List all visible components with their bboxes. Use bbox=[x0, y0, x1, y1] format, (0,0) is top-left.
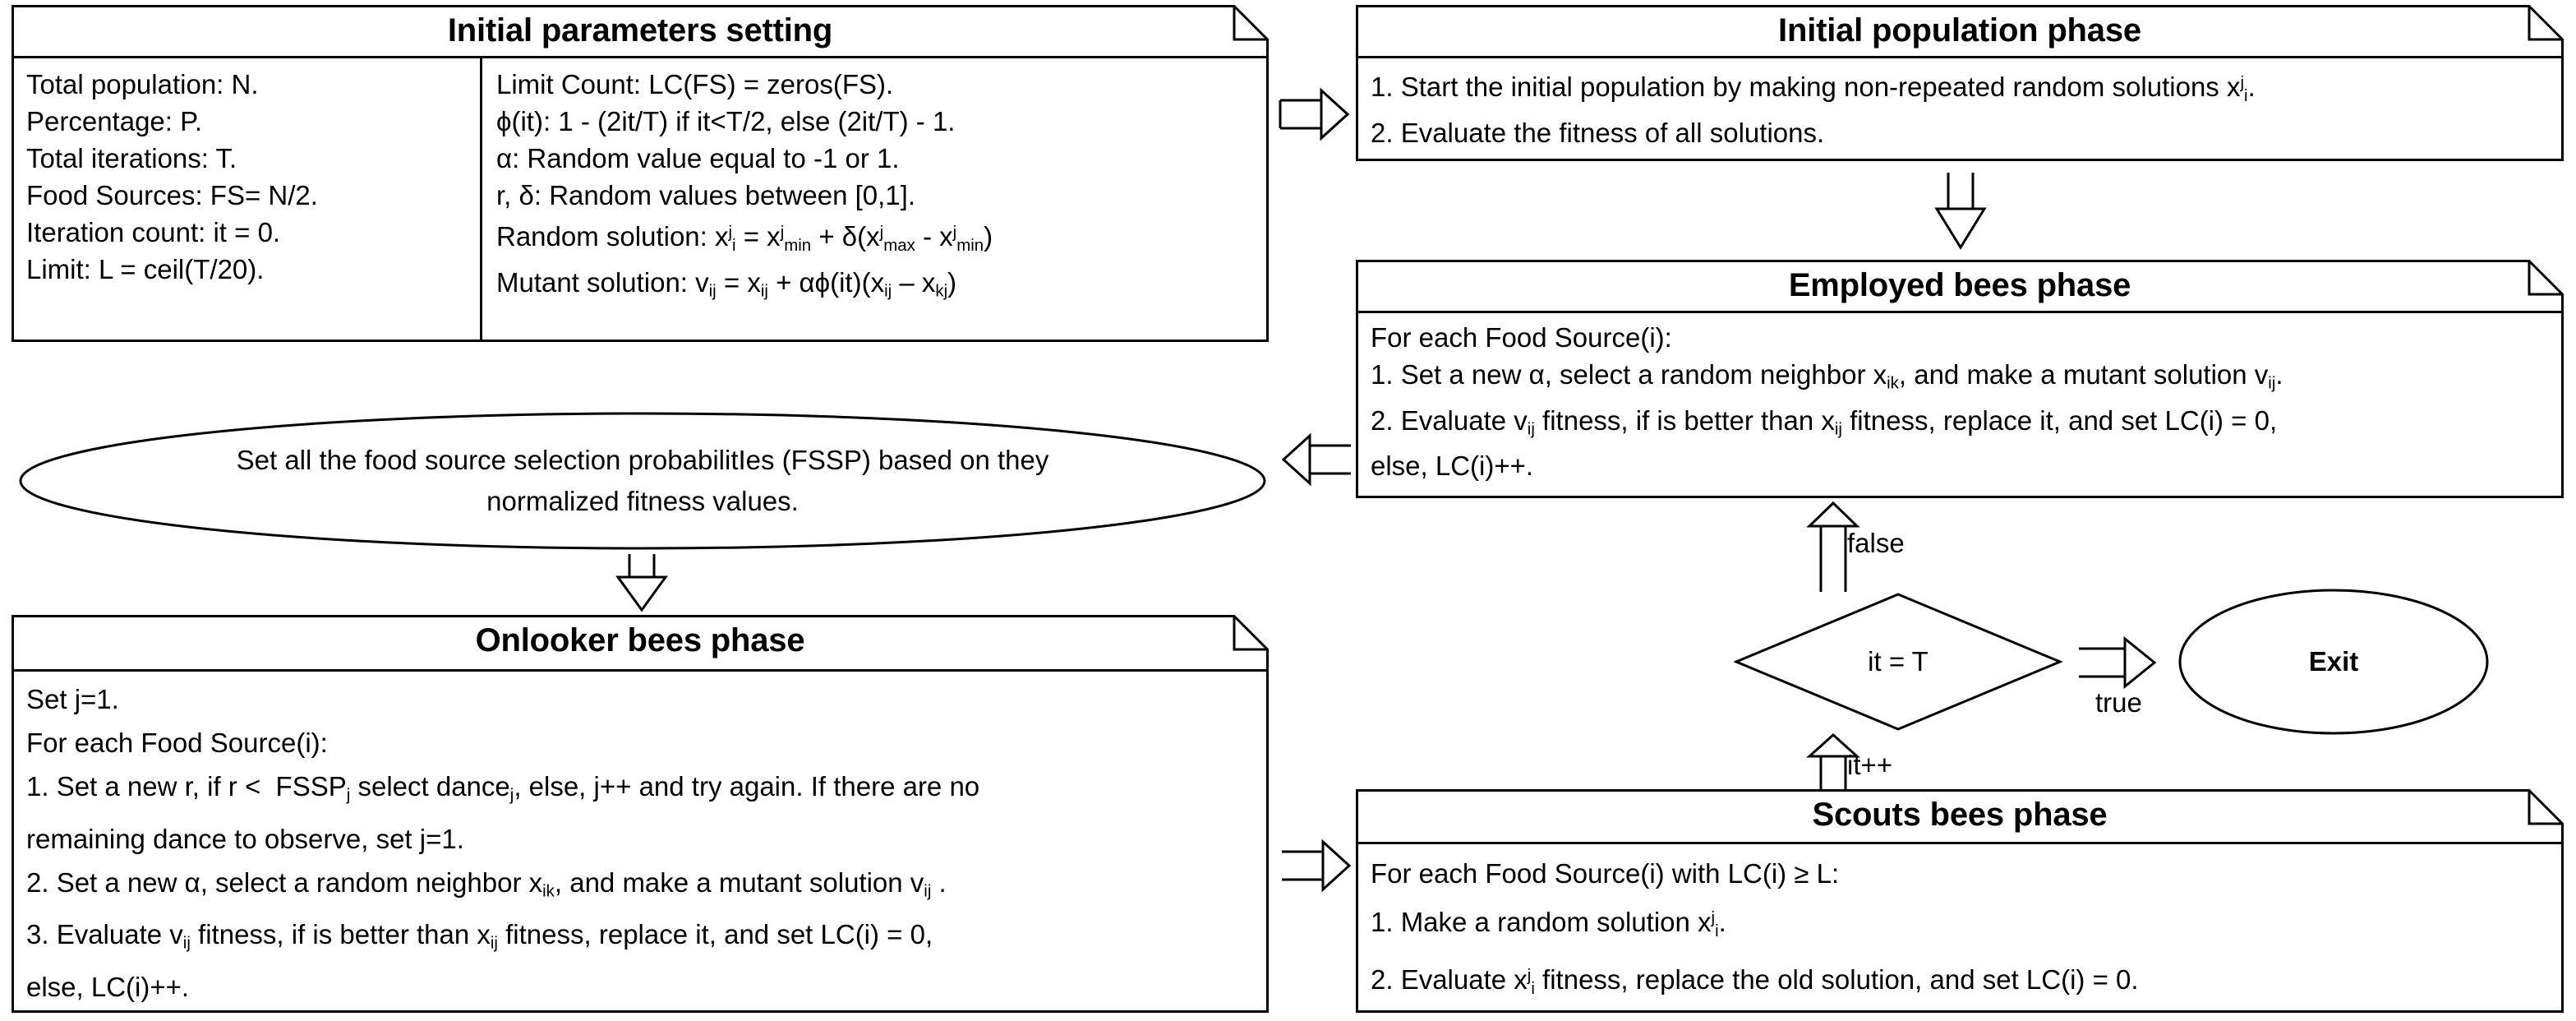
box-body: Set j=1. For each Food Source(i): 1. Set… bbox=[26, 677, 1257, 1009]
step-line: 1. Set a new r, if r < FSSPj select danc… bbox=[26, 771, 980, 805]
box-title: Initial population phase bbox=[1778, 12, 2141, 49]
arrow-scouts-to-decision bbox=[1806, 732, 1860, 791]
box-outline bbox=[1356, 789, 2564, 1013]
arrow-label-false: false bbox=[1847, 528, 1905, 558]
arrow-decision-to-exit-true bbox=[2079, 635, 2157, 690]
step-line: 1. Make a random solution xji. bbox=[1371, 907, 1726, 940]
box-scouts-bees: Scouts bees phase For each Food Source(i… bbox=[1356, 789, 2564, 1013]
ellipse-outline bbox=[19, 412, 1266, 550]
param-line: Limit: L = ceil(T/20). bbox=[26, 254, 265, 284]
box-outline bbox=[1356, 260, 2564, 498]
step-line: 1. Set a new α, select a random neighbor… bbox=[1371, 359, 2283, 393]
step-line: else, LC(i)++. bbox=[1371, 450, 1534, 482]
param-line: Limit Count: LC(FS) = zeros(FS). bbox=[496, 69, 894, 99]
decision-it-equals-T: it = T bbox=[1733, 592, 2063, 732]
box-title: Initial parameters setting bbox=[447, 12, 833, 49]
step-line: 2. Set a new α, select a random neighbor… bbox=[26, 866, 947, 901]
param-line: Total population: N. bbox=[26, 69, 259, 99]
arrow-params-to-initial-population bbox=[1279, 87, 1350, 141]
step-line: else, LC(i)++. bbox=[26, 972, 190, 1003]
step-line: Set j=1. bbox=[26, 684, 119, 714]
exit-ellipse-outline bbox=[2178, 589, 2489, 735]
box-title: Employed bees phase bbox=[1788, 267, 2131, 303]
box-onlooker-bees: Onlooker bees phase Set j=1. For each Fo… bbox=[12, 615, 1269, 1013]
step-line: 2. Evaluate vij fitness, if is better th… bbox=[1371, 404, 2278, 439]
step-line: 2. Evaluate the fitness of all solutions… bbox=[1371, 117, 1825, 148]
exit-label: Exit bbox=[2308, 646, 2359, 677]
diamond-outline bbox=[1733, 593, 2063, 731]
arrow-decision-to-employed-false bbox=[1806, 501, 1860, 592]
decision-label: it = T bbox=[1868, 646, 1929, 677]
box-body: 1. Start the initial population by makin… bbox=[1371, 64, 2552, 151]
param-line: r, δ: Random values between [0,1]. bbox=[496, 180, 915, 210]
arrow-onlooker-to-scouts bbox=[1282, 839, 1352, 893]
step-line: For each Food Source(i): bbox=[1371, 322, 1672, 353]
step-line: For each Food Source(i) with LC(i) ≥ L: bbox=[1371, 858, 1840, 889]
arrow-initial-population-to-employed bbox=[1934, 173, 1987, 250]
box-title: Onlooker bees phase bbox=[475, 622, 805, 658]
param-line: α: Random value equal to -1 or 1. bbox=[496, 143, 900, 173]
box-outline bbox=[12, 5, 1269, 342]
step-line: 3. Evaluate vij fitness, if is better th… bbox=[26, 919, 933, 954]
step-line: 1. Start the initial population by makin… bbox=[1371, 72, 2256, 105]
box-initial-population: Initial population phase 1. Start the in… bbox=[1356, 5, 2564, 161]
parameters-right-column: Limit Count: LC(FS) = zeros(FS). ϕ(it): … bbox=[496, 66, 1260, 310]
param-line: ϕ(it): 1 - (2it/T) if it<T/2, else (2it/… bbox=[496, 106, 956, 136]
param-line: Total iterations: T. bbox=[26, 143, 237, 173]
box-body: For each Food Source(i): 1. Set a new α,… bbox=[1371, 319, 2552, 484]
arrow-label-increment: it++ bbox=[1847, 750, 1893, 780]
param-line: Iteration count: it = 0. bbox=[26, 217, 281, 247]
arrow-fssp-to-onlooker bbox=[615, 554, 668, 612]
box-outline bbox=[12, 615, 1269, 1013]
ellipse-exit: Exit bbox=[2177, 588, 2490, 736]
ellipse-text-line2: normalized fitness values. bbox=[486, 486, 799, 516]
parameters-left-column: Total population: N. Percentage: P. Tota… bbox=[26, 66, 474, 288]
box-employed-bees: Employed bees phase For each Food Source… bbox=[1356, 260, 2564, 498]
ellipse-fssp: Set all the food source selection probab… bbox=[18, 411, 1267, 551]
step-line: 2. Evaluate xji fitness, replace the old… bbox=[1371, 964, 2139, 998]
step-line: For each Food Source(i): bbox=[26, 728, 328, 758]
box-body: For each Food Source(i) with LC(i) ≥ L: … bbox=[1371, 852, 2552, 1011]
box-initial-parameters: Initial parameters setting Total populat… bbox=[12, 5, 1269, 342]
ellipse-text: Set all the food source selection probab… bbox=[18, 411, 1267, 551]
param-line-random-solution: Random solution: xji = xjmin + δ(xjmax -… bbox=[496, 221, 993, 255]
box-title: Scouts bees phase bbox=[1812, 797, 2108, 833]
ellipse-text-line1: Set all the food source selection probab… bbox=[236, 445, 1049, 475]
param-line-mutant-solution: Mutant solution: vij = xij + αϕ(it)(xij … bbox=[496, 266, 957, 301]
box-outline bbox=[1356, 5, 2564, 161]
step-line: remaining dance to observe, set j=1. bbox=[26, 823, 464, 854]
param-line: Food Sources: FS= N/2. bbox=[26, 180, 318, 210]
arrow-employed-to-fssp bbox=[1281, 432, 1351, 487]
arrow-label-true: true bbox=[2095, 687, 2142, 718]
param-line: Percentage: P. bbox=[26, 106, 203, 136]
